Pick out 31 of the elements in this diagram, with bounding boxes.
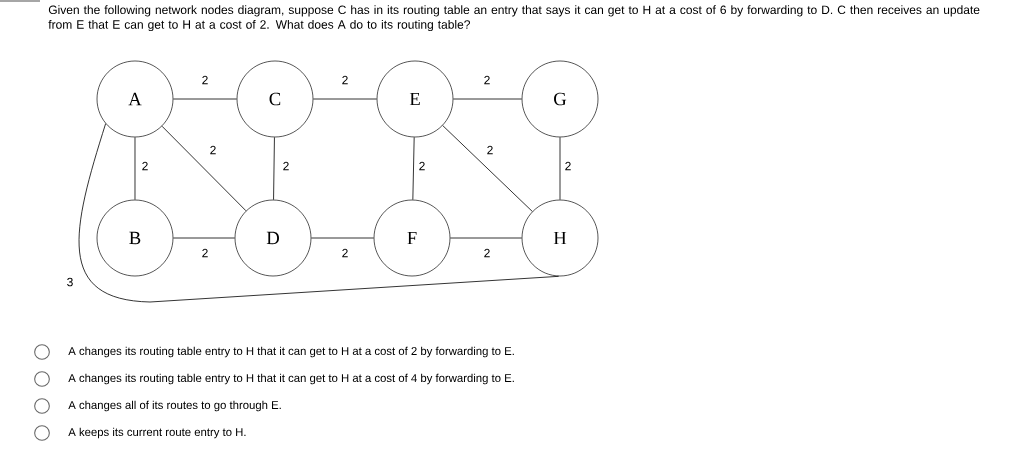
connector-line	[559, 136, 561, 201]
edge-label: 2	[342, 75, 348, 85]
question-text: Given the following network nodes diagram, suppose C has in its routing table an entry that says it can get to H at a cost of 6 by forwarding to D. C then receives an update from E that E can get to H at a cost of 2. What does A do to its routing table?	[48, 5, 980, 32]
answer-option: A changes all of its routes to go through E.	[68, 400, 281, 412]
connector-line	[310, 237, 375, 239]
edge-label: 2	[419, 161, 425, 171]
edge-label: 2	[202, 75, 208, 85]
edge-label: 2	[283, 161, 289, 171]
edge-label: 2	[210, 145, 216, 155]
connector-line	[172, 237, 236, 239]
connector-line	[161, 125, 247, 212]
connector-line	[449, 237, 523, 239]
answer-option: A changes its routing table entry to H that it can get to H at a cost of 4 by forwarding to E.	[68, 373, 514, 385]
connector-line	[452, 98, 523, 100]
connector-line	[172, 98, 238, 100]
answer-option: A changes its routing table entry to H that it can get to H at a cost of 2 by forwarding to E.	[68, 346, 514, 358]
connector-line	[273, 136, 275, 201]
connector-line	[134, 136, 136, 201]
answer-option: A keeps its current route entry to H.	[68, 427, 246, 439]
edge-label: 3	[67, 277, 73, 287]
edge-label: 2	[487, 145, 493, 155]
edge-label: 2	[342, 248, 348, 258]
connector-line	[312, 98, 378, 100]
connector-line	[412, 136, 415, 201]
edge-label: 2	[142, 161, 148, 171]
connector-line	[78, 123, 560, 303]
connector-line	[442, 125, 533, 212]
edge-label: 2	[484, 75, 490, 85]
edge-label: 2	[202, 248, 208, 258]
edge-label: 2	[565, 161, 571, 171]
edge-label: 2	[484, 248, 490, 258]
